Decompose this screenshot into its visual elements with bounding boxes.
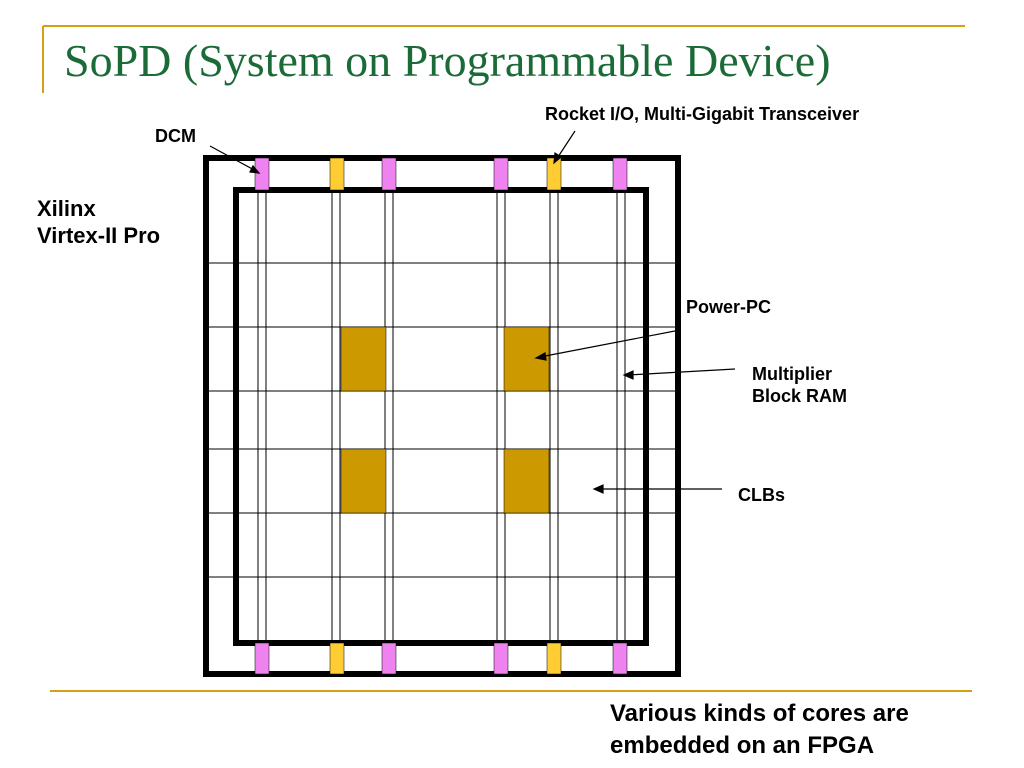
chip-outer-frame bbox=[203, 155, 681, 677]
dcm-block bbox=[612, 642, 628, 675]
footer-note: Various kinds of cores are embedded on a… bbox=[610, 698, 909, 763]
dcm-block bbox=[381, 642, 397, 675]
dcm-label: DCM bbox=[155, 126, 196, 146]
rocket-io-block bbox=[329, 642, 345, 675]
footer-line1: Various kinds of cores are bbox=[610, 700, 909, 727]
slide-title: SoPD (System on Programmable Device) bbox=[64, 35, 831, 86]
powerpc-core bbox=[503, 448, 550, 514]
dcm-block bbox=[493, 642, 509, 675]
chip-inner-frame bbox=[233, 187, 649, 646]
powerpc-arrowhead bbox=[534, 352, 547, 361]
powerpc-core bbox=[340, 448, 387, 514]
clb-grid bbox=[209, 262, 675, 578]
rocket-io-arrowhead bbox=[553, 151, 562, 165]
dcm-block bbox=[493, 157, 509, 191]
powerpc-label: Power-PC bbox=[686, 297, 772, 317]
footer-line2: embedded on an FPGA bbox=[610, 732, 875, 760]
multiplier-label-line2: Block RAM bbox=[752, 385, 848, 406]
block-ram-columns bbox=[257, 192, 626, 641]
multiplier-label-line1: Multiplier bbox=[752, 364, 832, 384]
callout-arrows bbox=[209, 130, 736, 494]
powerpc-cores bbox=[340, 326, 550, 514]
dcm-block bbox=[254, 157, 270, 191]
multiplier-arrowhead bbox=[622, 370, 634, 380]
clbs-label: CLBs bbox=[738, 485, 786, 505]
dcm-block bbox=[612, 157, 628, 191]
clbs-arrowhead bbox=[592, 484, 604, 494]
device-label: Xilinx Virtex-II Pro bbox=[37, 196, 160, 250]
io-blocks-bottom bbox=[254, 642, 628, 675]
rocket-io-block bbox=[546, 642, 562, 675]
rocket-io-label: Rocket I/O, Multi-Gigabit Transceiver bbox=[545, 104, 860, 124]
powerpc-core bbox=[340, 326, 387, 392]
dcm-block bbox=[381, 157, 397, 191]
powerpc-arrow-line bbox=[539, 329, 681, 358]
rocket-io-block bbox=[329, 157, 345, 191]
dcm-arrowhead bbox=[249, 164, 261, 174]
device-label-line2: Virtex-II Pro bbox=[37, 222, 161, 248]
dcm-arrow-line bbox=[209, 145, 257, 172]
multiplier-arrow-line bbox=[627, 368, 736, 376]
dcm-block bbox=[254, 642, 270, 675]
device-label-line1: Xilinx bbox=[37, 196, 96, 221]
multiplier-label: Multiplier Block RAM bbox=[752, 364, 847, 408]
io-blocks-top bbox=[254, 157, 628, 191]
